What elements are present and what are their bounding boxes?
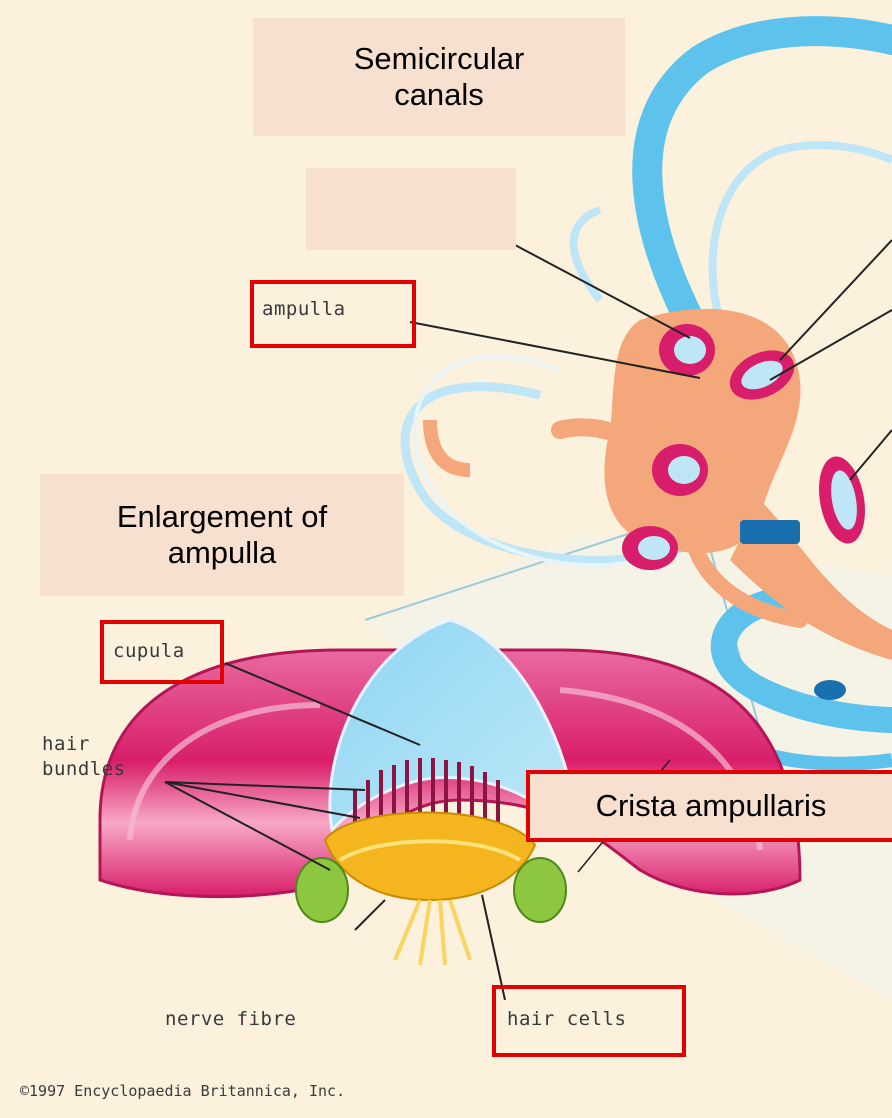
ampulla-highlight-box (250, 280, 416, 348)
cupula-highlight-box (100, 620, 224, 684)
hair-cells-highlight-box (492, 985, 686, 1057)
hair-bundles-text-line1: hair (42, 733, 90, 755)
crista-ampullaris-text: Crista ampullaris (596, 788, 827, 824)
nerve-fibre-text: nerve fibre (165, 1008, 296, 1030)
copyright-text: ©1997 Encyclopaedia Britannica, Inc. (20, 1082, 345, 1100)
hair-bundles-text-line2: bundles (42, 758, 126, 780)
label-enlargement-of-ampulla: Enlargement of ampulla (40, 474, 404, 596)
blank-label-box (306, 168, 516, 250)
enlargement-of-ampulla-text: Enlargement of ampulla (72, 499, 372, 571)
label-semicircular-canals: Semicircular canals (253, 18, 625, 136)
semicircular-canals-text: Semicircular canals (329, 41, 549, 113)
label-crista-ampullaris: Crista ampullaris (526, 770, 892, 842)
